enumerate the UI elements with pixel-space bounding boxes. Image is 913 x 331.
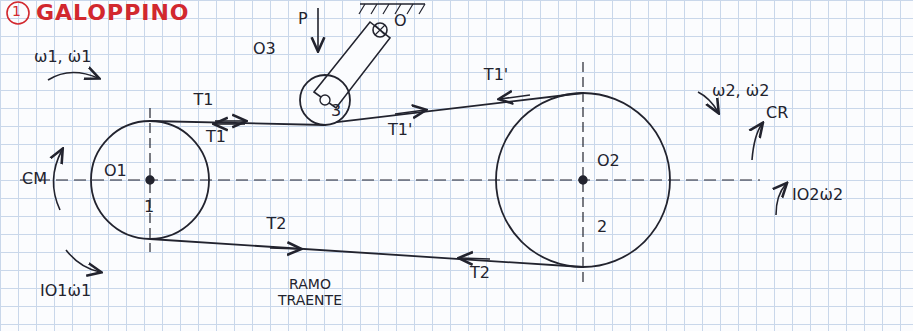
pulley-outline bbox=[299, 74, 351, 126]
ground-hatch bbox=[359, 4, 425, 14]
center-line bbox=[582, 62, 583, 285]
inertia-arrow bbox=[66, 250, 100, 272]
pulley: O2 2 bbox=[495, 92, 671, 268]
tension-label: T1' bbox=[484, 66, 508, 84]
pulley: O1 1 bbox=[90, 120, 210, 240]
part-number: 1 bbox=[144, 198, 154, 216]
center-label: O2 bbox=[597, 152, 620, 170]
force-arrow bbox=[317, 8, 319, 50]
tensioner-arm bbox=[314, 22, 390, 108]
center-label: O3 bbox=[253, 40, 276, 58]
inertia-label: IO1ω̇1 bbox=[40, 282, 91, 300]
speed-label: ω2, ω̇2 bbox=[712, 82, 769, 100]
title-circle bbox=[7, 2, 29, 24]
force-label: P bbox=[298, 10, 308, 28]
pivot-label: O bbox=[394, 12, 407, 30]
belt-branch bbox=[150, 121, 325, 125]
torque-arrow bbox=[53, 150, 62, 210]
tension-label: T1' bbox=[388, 121, 412, 139]
belt-branch bbox=[337, 93, 583, 122]
center-label: O1 bbox=[104, 162, 127, 180]
tension-arrow bbox=[215, 120, 245, 122]
torque-label: CR bbox=[766, 104, 788, 122]
speed-label: ω1, ω̇1 bbox=[34, 48, 91, 66]
ground-wall bbox=[360, 3, 425, 5]
rotation-arrow bbox=[48, 72, 98, 80]
inertia-arrow bbox=[776, 184, 786, 215]
note: RAMO TRAENTE bbox=[268, 276, 352, 308]
belt-branch bbox=[150, 239, 583, 267]
torque-arrow bbox=[752, 124, 762, 160]
tension-label: T2 bbox=[470, 264, 490, 282]
tension-label: T1 bbox=[194, 91, 214, 109]
center-line bbox=[20, 179, 760, 180]
title-number: 1 bbox=[12, 3, 21, 19]
part-number: 2 bbox=[597, 218, 607, 236]
idler-pulley: O33 bbox=[299, 74, 351, 126]
pivot bbox=[373, 23, 387, 37]
pulley-outline bbox=[495, 92, 671, 268]
tension-label: T1 bbox=[206, 128, 226, 146]
torque-label: CM bbox=[22, 170, 47, 188]
tension-arrow bbox=[500, 95, 530, 99]
title: GALOPPINO bbox=[36, 0, 190, 25]
part-number: 3 bbox=[331, 102, 341, 120]
tension-label: T2 bbox=[267, 215, 287, 233]
inertia-label: IO2ω̇2 bbox=[792, 186, 843, 204]
